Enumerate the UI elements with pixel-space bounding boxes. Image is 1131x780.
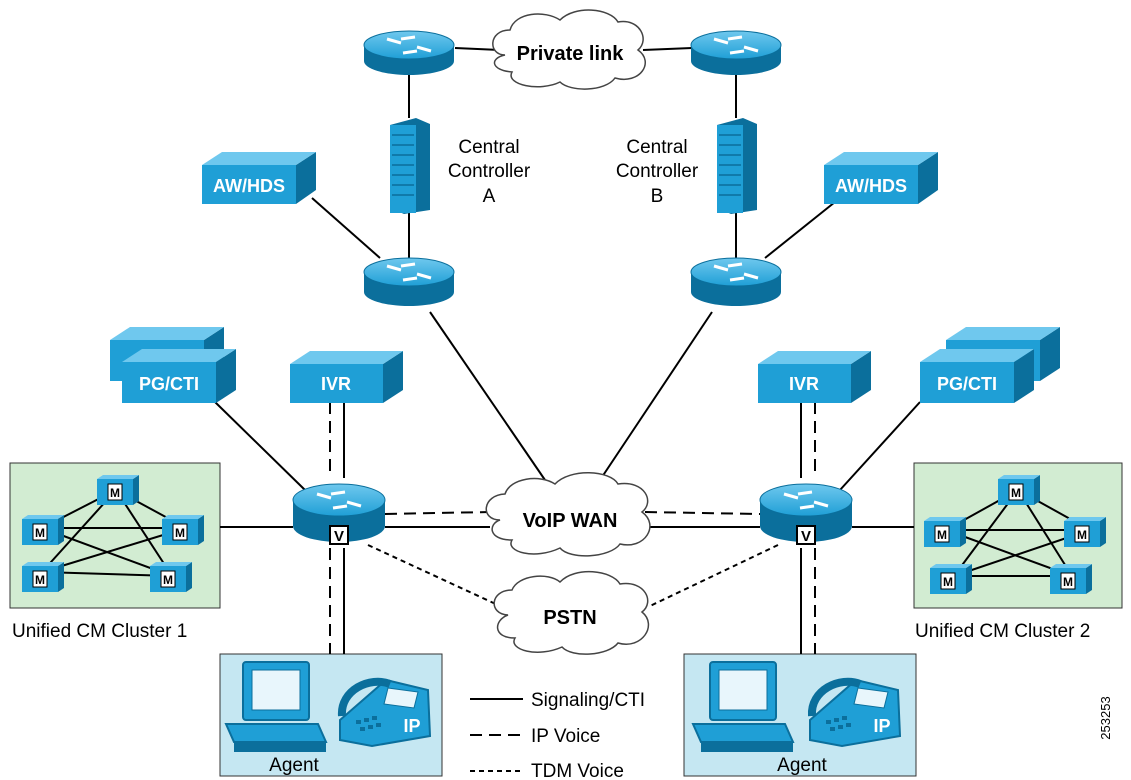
svg-text:M: M [943, 575, 953, 589]
svg-text:M: M [937, 528, 947, 542]
cluster-2-label: Unified CM Cluster 2 [915, 621, 1090, 642]
connection-lines [214, 47, 921, 654]
router-top-right [690, 30, 782, 75]
svg-text:B: B [651, 186, 664, 207]
legend-tdm-voice-label: TDM Voice [531, 761, 624, 780]
svg-text:M: M [1011, 486, 1021, 500]
ivr-right-label: IVR [789, 374, 819, 394]
router-mid-right [690, 257, 782, 306]
aw-hds-left-label: AW/HDS [213, 176, 285, 196]
pg-cti-left-label: PG/CTI [139, 374, 199, 394]
voip-wan-cloud: VoIP WAN [485, 472, 651, 557]
agent-right-label: Agent [777, 755, 827, 776]
gateway-left: V [292, 483, 386, 545]
agent-left-workstation: IP Agent [224, 661, 432, 776]
svg-text:M: M [163, 573, 173, 587]
agent-left-phone-mark: IP [403, 716, 420, 736]
cm-server-icon: M [22, 515, 64, 545]
cm-server-icon: M [1050, 564, 1092, 594]
cm-server-icon: M [97, 475, 139, 505]
svg-text:Controller: Controller [616, 161, 699, 182]
voip-wan-label: VoIP WAN [523, 510, 618, 532]
pg-cti-left-box: PG/CTI [110, 327, 236, 403]
pg-cti-right-box: PG/CTI [920, 327, 1060, 403]
aw-hds-right-box: AW/HDS [824, 152, 938, 204]
central-controller-b-server [717, 118, 757, 214]
gateway-right-mark: V [801, 528, 811, 545]
ip-phone-icon: IP [338, 677, 432, 748]
legend-signaling-label: Signaling/CTI [531, 690, 645, 711]
ivr-left-label: IVR [321, 374, 351, 394]
cm-server-icon: M [162, 515, 204, 545]
cluster-1-label: Unified CM Cluster 1 [12, 621, 187, 642]
central-controller-b-label: Central Controller B [616, 137, 699, 207]
central-controller-a-server [390, 118, 430, 214]
central-controller-a-label: Central Controller A [448, 137, 531, 207]
private-link-label: Private link [517, 43, 625, 65]
agent-right-phone-mark: IP [873, 716, 890, 736]
cm-server-icon: M [1064, 517, 1106, 547]
svg-text:M: M [35, 526, 45, 540]
legend-ip-voice-label: IP Voice [531, 726, 600, 747]
cm-server-icon: M [150, 562, 192, 592]
cm-server-icon: M [22, 562, 64, 592]
private-link-cloud: Private link [492, 9, 646, 90]
svg-text:M: M [1077, 528, 1087, 542]
legend: Signaling/CTI IP Voice TDM Voice [470, 690, 645, 780]
aw-hds-right-label: AW/HDS [835, 176, 907, 196]
svg-text:M: M [1063, 575, 1073, 589]
cm-server-icon: M [998, 475, 1040, 505]
agent-right-workstation: IP Agent [691, 661, 902, 776]
svg-text:Central: Central [626, 137, 687, 158]
figure-id: 253253 [1098, 696, 1113, 739]
svg-text:Central: Central [458, 137, 519, 158]
pstn-label: PSTN [543, 607, 596, 629]
pstn-cloud: PSTN [493, 570, 649, 655]
svg-text:M: M [175, 526, 185, 540]
pg-cti-right-label: PG/CTI [937, 374, 997, 394]
gateway-left-mark: V [334, 528, 344, 545]
router-mid-left [363, 257, 455, 306]
svg-text:A: A [483, 186, 496, 207]
ip-phone-icon: IP [808, 677, 902, 748]
router-top-left [363, 30, 455, 75]
ivr-left-box: IVR [290, 351, 403, 403]
computer-icon [691, 661, 795, 752]
svg-text:M: M [35, 573, 45, 587]
ivr-right-box: IVR [758, 351, 871, 403]
gateway-right: V [759, 483, 853, 545]
cm-server-icon: M [930, 564, 972, 594]
agent-left-label: Agent [269, 755, 319, 776]
svg-text:Controller: Controller [448, 161, 531, 182]
aw-hds-left-box: AW/HDS [202, 152, 316, 204]
svg-text:M: M [110, 486, 120, 500]
cm-server-icon: M [924, 517, 966, 547]
cm-node-icons: M M M M M M M [22, 475, 1106, 594]
computer-icon [224, 661, 328, 752]
